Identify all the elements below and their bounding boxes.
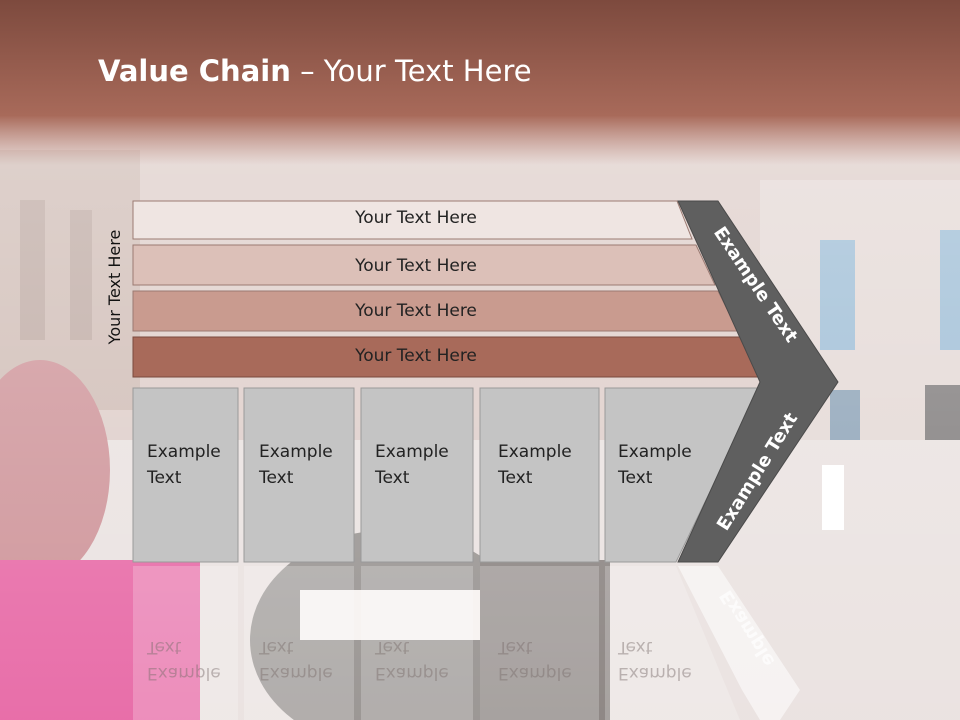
title-rest: – Your Text Here <box>290 54 532 88</box>
cards-reflection <box>133 566 740 720</box>
row-label-2: Your Text Here <box>355 256 477 276</box>
chevron-arrow <box>677 200 839 563</box>
row-label-3: Your Text Here <box>355 301 477 321</box>
card-2 <box>243 387 355 563</box>
row-bar-2 <box>132 244 716 286</box>
chevron-reflection <box>678 566 800 720</box>
slide-title: Value Chain – Your Text Here <box>98 54 532 88</box>
card-1 <box>132 387 239 563</box>
card-4 <box>479 387 600 563</box>
title-bold: Value Chain <box>98 54 291 88</box>
row-bar-1 <box>132 200 693 240</box>
row-label-4: Your Text Here <box>355 346 477 366</box>
card-3 <box>360 387 474 563</box>
card-5 <box>604 387 761 563</box>
row-label-1: Your Text Here <box>355 208 477 228</box>
